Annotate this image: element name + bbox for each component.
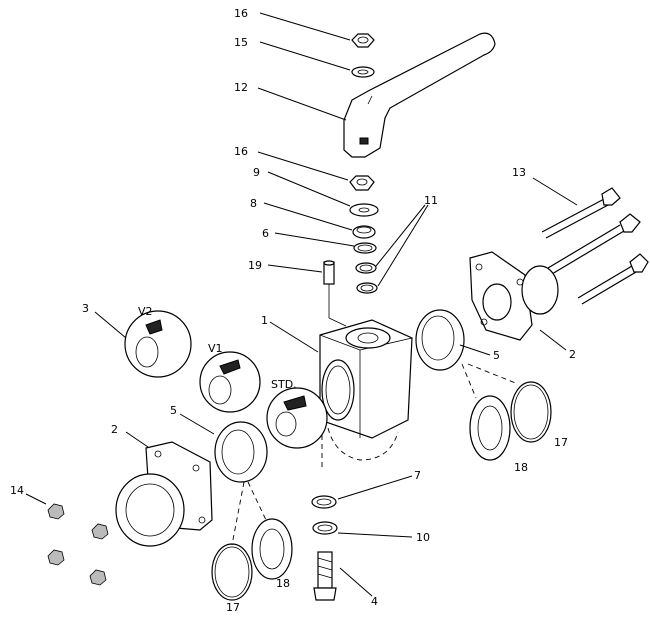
part-12-handle [343,32,496,158]
ball-v1 [199,351,261,413]
part-1-body [319,319,413,461]
callout-1: 1 [261,314,268,327]
callout-3: 3 [82,302,89,315]
part-9-washer [349,203,379,217]
label-v1: V1 [208,342,223,355]
part-7-washer [311,495,337,509]
callout-9: 9 [253,166,260,179]
part-10-washer [312,521,338,535]
callout-13: 13 [512,166,526,179]
callout-5-right: 5 [493,349,500,362]
callout-labels: 16 15 12 16 9 8 6 11 13 19 3 V2 V1 STD. … [10,7,576,614]
callout-11: 11 [424,194,438,207]
part-4-screw [313,551,337,601]
part-8-bushing [352,225,376,239]
callout-17-left: 17 [226,601,240,613]
part-3-ball-v2 [124,310,192,378]
callout-17-right: 17 [554,436,568,449]
callout-14: 14 [10,484,24,497]
callout-4: 4 [371,595,378,608]
callout-16-lower: 16 [234,145,248,158]
callout-10: 10 [416,531,430,544]
callout-6: 6 [262,227,269,240]
label-v2: V2 [138,305,153,318]
part-19-stem [323,260,347,327]
callout-19: 19 [248,259,262,272]
ball-std [266,387,328,449]
part-13-bolts [541,187,649,305]
part-18-left-ring [251,518,293,580]
part-17-right-ring [510,381,552,443]
callout-8: 8 [250,197,257,210]
callout-12: 12 [234,81,248,94]
part-15-lock-washer [351,66,375,78]
callout-16-top: 16 [234,7,248,20]
part-14-nuts [47,503,109,586]
callout-7: 7 [414,469,421,482]
part-2-left-end-cap [115,441,213,547]
callout-18-left: 18 [276,577,290,590]
part-6-seal [353,242,377,254]
part-18-right-ring [469,395,511,461]
part-16-lower-nut [349,175,375,191]
callout-5-left: 5 [170,404,177,417]
callout-18-right: 18 [514,461,528,474]
callout-2-right: 2 [569,348,576,361]
leader-lines [25,12,578,597]
part-5-right-seat [415,309,465,371]
part-5-left-seat [214,421,268,483]
part-11-orings [355,262,378,294]
part-2-right-end-cap [469,251,559,341]
part-16-top-nut [351,33,375,48]
callout-2-left: 2 [111,423,118,436]
callout-15: 15 [234,36,248,49]
part-17-left-ring [211,543,253,601]
label-std: STD. [271,378,297,391]
